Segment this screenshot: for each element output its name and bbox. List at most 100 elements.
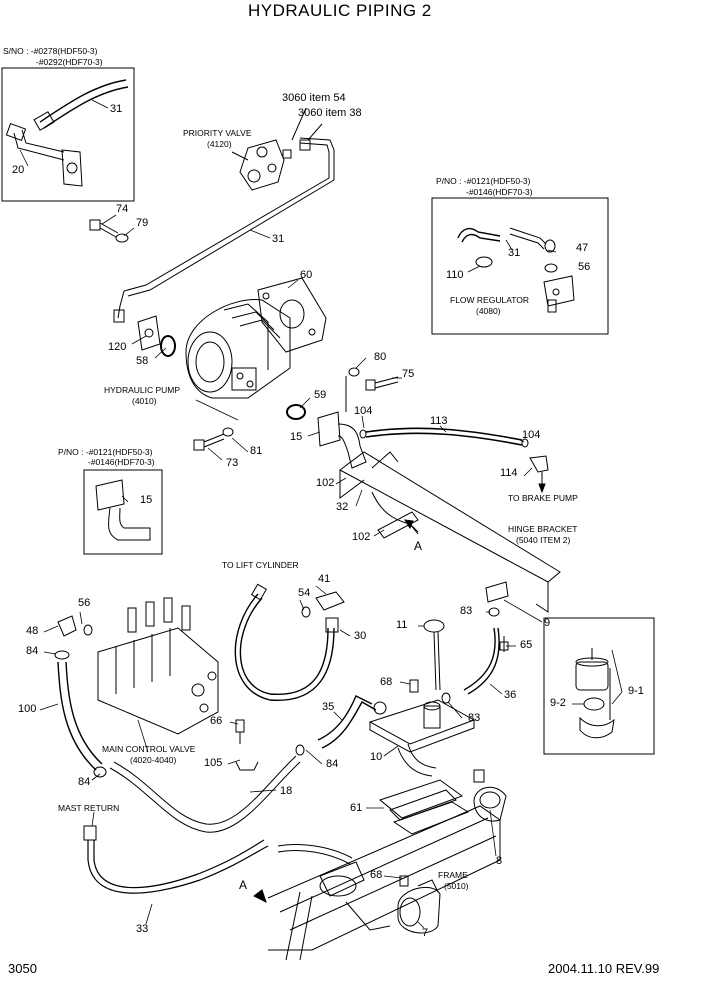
inset-sno-line2: -#0292(HDF70-3)	[36, 57, 103, 67]
callout-110: 110	[446, 269, 464, 281]
hydraulic-pump-code: (4010)	[132, 396, 157, 406]
callout-60: 60	[300, 269, 313, 281]
callout-83: 83	[460, 605, 473, 617]
callout-120: 120	[108, 341, 127, 353]
suction-elbow-15	[317, 376, 367, 469]
callout-15: 15	[290, 431, 303, 443]
callout-58: 58	[136, 355, 149, 367]
hinge-bracket-label: HINGE BRACKET	[508, 524, 578, 534]
callout-7: 7	[422, 927, 429, 939]
inset-frame-flow-regulator	[431, 197, 609, 335]
tube-20-inset	[5, 122, 83, 187]
callout-31: 31	[110, 103, 123, 115]
callout-104: 104	[354, 405, 373, 417]
callout-80: 80	[374, 351, 387, 363]
callout-11: 11	[396, 619, 408, 631]
callout-79: 79	[136, 217, 149, 229]
priority-valve-code: (4120)	[207, 139, 232, 149]
callout-73: 73	[226, 457, 239, 469]
pump-fitting-inset-part	[95, 479, 151, 541]
silencer-inset-parts	[575, 648, 615, 739]
callout-105: 105	[204, 757, 223, 769]
callout-15: 15	[140, 494, 153, 506]
callout-84: 84	[78, 776, 91, 788]
flow-reg-pno-line2: -#0146(HDF70-3)	[466, 187, 533, 197]
priority-valve-label: PRIORITY VALVE	[183, 128, 252, 138]
priority-valve-body	[239, 139, 311, 191]
callout-81: 81	[250, 445, 263, 457]
callout-114: 114	[500, 467, 518, 479]
inset-frame-pump-fitting	[83, 469, 163, 555]
callout-68: 68	[370, 869, 383, 881]
callout-100: 100	[18, 703, 37, 715]
callout-31: 31	[272, 233, 285, 245]
callout-65: 65	[520, 639, 533, 651]
hose-30-lift	[234, 583, 345, 701]
to-brake-pump-label: TO BRAKE PUMP	[508, 493, 578, 503]
page-title: HYDRAULIC PIPING 2	[248, 1, 432, 20]
callout-84: 84	[26, 645, 39, 657]
hydraulic-pump-body	[185, 277, 327, 399]
view-a-label-frame: A	[239, 878, 248, 892]
flow-regulator-inset-parts	[457, 227, 575, 313]
frame-5010	[267, 805, 501, 961]
leader-lines	[19, 99, 623, 929]
page-number: 3050	[8, 961, 37, 976]
callout-36: 36	[504, 689, 517, 701]
callout-104: 104	[522, 429, 541, 441]
main-control-valve-label: MAIN CONTROL VALVE	[102, 744, 196, 754]
callout-59: 59	[314, 389, 327, 401]
callout-41: 41	[318, 573, 331, 585]
hose-113	[359, 427, 529, 448]
hose-35	[317, 695, 387, 749]
frame-code: (5010)	[444, 881, 469, 891]
pipe-18	[109, 755, 301, 833]
callout-75: 75	[402, 368, 415, 380]
inset-frame-top-left	[1, 67, 135, 202]
hydraulic-pump-label: HYDRAULIC PUMP	[104, 385, 181, 395]
flow-reg-pno-line1: P/NO : -#0121(HDF50-3)	[436, 176, 531, 186]
callout-9: 9	[544, 617, 551, 629]
callout-30: 30	[354, 630, 367, 642]
hose-100	[57, 661, 103, 771]
breather-cap-11	[423, 619, 445, 633]
flow-regulator-label: FLOW REGULATOR	[450, 295, 530, 305]
callout-56: 56	[578, 261, 591, 273]
callout-66: 66	[210, 715, 223, 727]
callout-8: 8	[496, 855, 503, 867]
tank-plate-10	[368, 699, 476, 777]
revision-date: 2004.11.10 REV.99	[548, 961, 660, 976]
flow-regulator-code: (4080)	[476, 306, 501, 316]
callout-56: 56	[78, 597, 91, 609]
callout-3060-54: 3060 item 54	[282, 92, 346, 104]
callout-102: 102	[316, 477, 335, 489]
callout-83: 83	[468, 712, 481, 724]
callout-9-2: 9-2	[550, 697, 566, 709]
pump-fitting-pno-line1: P/NO : -#0121(HDF50-3)	[58, 447, 153, 457]
bolt-74	[89, 219, 129, 243]
inset-frame-silencer	[543, 617, 655, 755]
pipe-33-mast-return	[83, 825, 269, 894]
frame-label: FRAME	[438, 870, 468, 880]
callout-9-1: 9-1	[628, 685, 644, 697]
callout-33: 33	[136, 923, 149, 935]
main-control-valve-body	[97, 597, 219, 735]
callout-74: 74	[116, 203, 129, 215]
callout-54: 54	[298, 587, 311, 599]
view-a-label-hinge: A	[414, 539, 423, 553]
hose-31-inset	[33, 79, 129, 131]
hinge-bracket-code: (5040 ITEM 2)	[516, 535, 571, 545]
callout-48: 48	[26, 625, 39, 637]
callout-10: 10	[370, 751, 383, 763]
callout-113: 113	[430, 415, 448, 427]
callout-102: 102	[352, 531, 371, 543]
callout-68: 68	[380, 676, 393, 688]
to-lift-cylinder-label: TO LIFT CYLINDER	[222, 560, 299, 570]
callout-32: 32	[336, 501, 349, 513]
callout-47: 47	[576, 242, 589, 254]
callout-61: 61	[350, 802, 363, 814]
callout-31: 31	[508, 247, 521, 259]
main-control-valve-code: (4020-4040)	[130, 755, 177, 765]
callout-35: 35	[322, 701, 335, 713]
